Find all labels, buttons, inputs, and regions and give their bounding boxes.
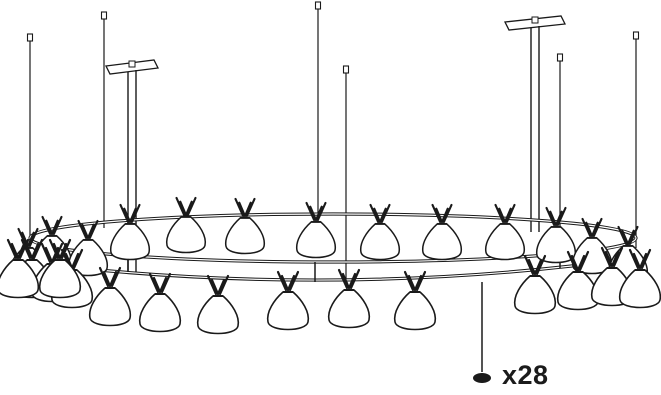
cable-anchor <box>556 53 564 62</box>
canopy-screw <box>531 16 539 24</box>
lamp-shade <box>165 196 207 254</box>
lamp-shade <box>421 203 463 261</box>
shade-clip <box>148 272 172 295</box>
suspension-cable <box>556 53 564 232</box>
shade-clip <box>6 238 30 261</box>
shade-clip <box>403 270 427 293</box>
shade-clip <box>628 248 652 271</box>
shade-clip <box>431 203 453 225</box>
shade-clip <box>175 196 197 218</box>
shade-clip <box>494 203 516 225</box>
shade-clip <box>77 219 99 241</box>
shade-body <box>421 223 463 261</box>
shade-body <box>109 223 151 261</box>
cable-anchor <box>100 11 108 20</box>
suspension-cable <box>342 65 350 280</box>
lamp-shade <box>224 197 266 255</box>
lamp-shade <box>0 238 40 299</box>
shade-clip <box>337 268 361 291</box>
shade-clip <box>206 274 230 297</box>
shade-clip <box>41 215 63 237</box>
lamp-shade <box>138 272 182 333</box>
canopy-screw <box>128 60 136 68</box>
cable-anchor <box>314 1 322 10</box>
lamp-shade <box>38 238 82 299</box>
cable-anchor <box>632 31 640 40</box>
shade-clip <box>119 203 141 225</box>
shade-clip <box>566 250 590 273</box>
shade-clip <box>20 238 44 261</box>
lamp-shade <box>109 203 151 261</box>
lamp-shade <box>88 266 132 327</box>
shade-clip <box>523 254 547 277</box>
shade-clip <box>276 270 300 293</box>
shade-body <box>165 216 207 254</box>
shade-clip <box>369 203 391 225</box>
shade-body <box>138 293 182 333</box>
shade-body <box>224 217 266 255</box>
shade-clip <box>98 266 122 289</box>
shade-body <box>327 289 371 329</box>
lamp-shade <box>359 203 401 261</box>
drop-weight <box>473 373 491 383</box>
suspension-cable <box>632 31 640 248</box>
lamp-shade <box>266 270 310 331</box>
shade-clip <box>617 225 639 247</box>
cable-anchor <box>26 33 34 42</box>
lamp-shade <box>67 219 109 277</box>
ceiling-canopy <box>503 15 567 232</box>
shade-body <box>618 269 661 309</box>
shade-body <box>38 259 82 299</box>
shade-quantity-label: x28 <box>502 360 549 390</box>
shade-clip <box>600 246 624 269</box>
suspension-cables <box>26 1 640 280</box>
lamp-shade <box>535 206 577 264</box>
lamp-shade <box>513 254 557 315</box>
shade-body <box>295 221 337 259</box>
suspension-cable <box>26 33 34 248</box>
shade-body <box>0 259 40 299</box>
lamp-shade <box>196 274 240 335</box>
shade-clip <box>234 197 256 219</box>
shade-body <box>88 287 132 327</box>
shade-body <box>556 271 600 311</box>
shade-body <box>535 226 577 264</box>
shade-body <box>393 291 437 331</box>
suspension-cable <box>100 11 108 228</box>
shade-clip <box>545 206 567 228</box>
shade-clip <box>305 201 327 223</box>
shade-body <box>67 239 109 277</box>
lamp-shades-front-row <box>0 238 661 335</box>
ring-frame <box>23 212 638 282</box>
shade-body <box>359 223 401 261</box>
suspension-cable <box>314 1 322 222</box>
shade-body <box>484 223 526 261</box>
center-drop-cable <box>473 282 491 383</box>
lamp-shade <box>618 248 661 309</box>
shade-body <box>513 275 557 315</box>
shade-clip <box>48 238 72 261</box>
shade-body <box>196 295 240 335</box>
lamp-shade <box>556 250 600 311</box>
lamp-shade <box>484 203 526 261</box>
cable-anchor <box>342 65 350 74</box>
lamp-shade <box>327 268 371 329</box>
lamp-shade <box>393 270 437 331</box>
shade-body <box>266 291 310 331</box>
shade-clip <box>581 217 603 239</box>
lamp-shade <box>295 201 337 259</box>
